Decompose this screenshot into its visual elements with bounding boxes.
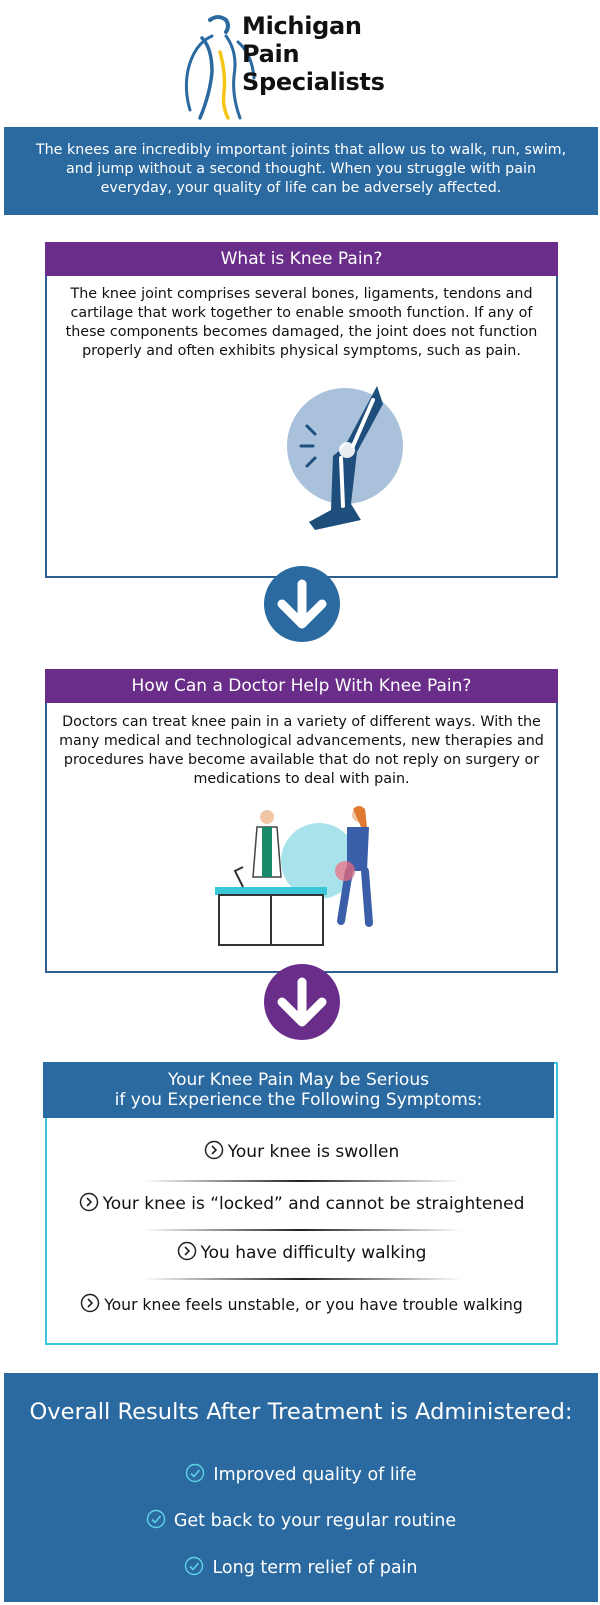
chevron-circle-right-icon (80, 1293, 100, 1313)
result-text: Get back to your regular routine (173, 1511, 457, 1531)
knee-pain-illustration (287, 386, 403, 530)
check-circle-icon (146, 1509, 166, 1529)
section-body: The knee joint comprises several bones, … (65, 286, 538, 359)
results-section: Overall Results After Treatment is Admin… (4, 1373, 598, 1602)
symptom-item: Your knee feels unstable, or you have tr… (47, 1293, 556, 1314)
symptom-item: Your knee is “locked” and cannot be stra… (47, 1192, 556, 1214)
logo-line-2: Pain (242, 40, 300, 68)
chevron-circle-right-icon (177, 1241, 196, 1261)
symptom-item: You have difficulty walking (47, 1241, 556, 1263)
divider (142, 1180, 462, 1182)
symptom-text: Your knee feels unstable, or you have tr… (104, 1296, 523, 1314)
symptoms-section: Your Knee Pain May be Serious if you Exp… (43, 1062, 558, 1345)
logo: Michigan Pain Specialists (0, 0, 600, 127)
chevron-circle-right-icon (79, 1192, 98, 1212)
result-text: Long term relief of pain (212, 1558, 418, 1578)
results-title: Overall Results After Treatment is Admin… (29, 1399, 573, 1425)
chevron-circle-right-icon (204, 1140, 224, 1160)
symptoms-title-line-2: if you Experience the Following Symptoms… (114, 1090, 483, 1110)
symptoms-title-line-1: Your Knee Pain May be Serious (168, 1070, 429, 1090)
intro-banner: The knees are incredibly important joint… (4, 127, 598, 215)
intro-text: The knees are incredibly important joint… (35, 142, 567, 196)
result-item: Get back to your regular routine (4, 1509, 598, 1532)
logo-figure-icon (184, 15, 256, 120)
divider (142, 1278, 462, 1280)
result-item: Improved quality of life (4, 1463, 598, 1486)
symptoms-title: Your Knee Pain May be Serious if you Exp… (43, 1062, 554, 1118)
check-circle-icon (185, 1556, 204, 1576)
divider (142, 1229, 462, 1231)
result-item: Long term relief of pain (4, 1556, 598, 1579)
logo-line-1: Michigan (242, 12, 362, 40)
section-what-is-knee-pain: What is Knee Pain? The knee joint compri… (45, 242, 558, 578)
doctor-patient-illustration (215, 806, 373, 946)
logo-wordmark: Michigan Pain Specialists (242, 12, 385, 96)
check-circle-icon (186, 1463, 205, 1483)
arrow-down-icon (264, 566, 340, 642)
symptom-text: You have difficulty walking (200, 1243, 427, 1263)
result-text: Improved quality of life (213, 1465, 417, 1485)
section-title: How Can a Doctor Help With Knee Pain? (45, 669, 558, 703)
section-title: What is Knee Pain? (45, 242, 558, 276)
section-doctor-help: How Can a Doctor Help With Knee Pain? Do… (45, 669, 558, 973)
arrow-down-icon (264, 964, 340, 1040)
symptom-text: Your knee is “locked” and cannot be stra… (102, 1194, 525, 1214)
symptom-item: Your knee is swollen (47, 1140, 556, 1162)
logo-line-3: Specialists (242, 68, 385, 96)
section-body: Doctors can treat knee pain in a variety… (59, 714, 544, 787)
symptom-text: Your knee is swollen (227, 1142, 400, 1162)
